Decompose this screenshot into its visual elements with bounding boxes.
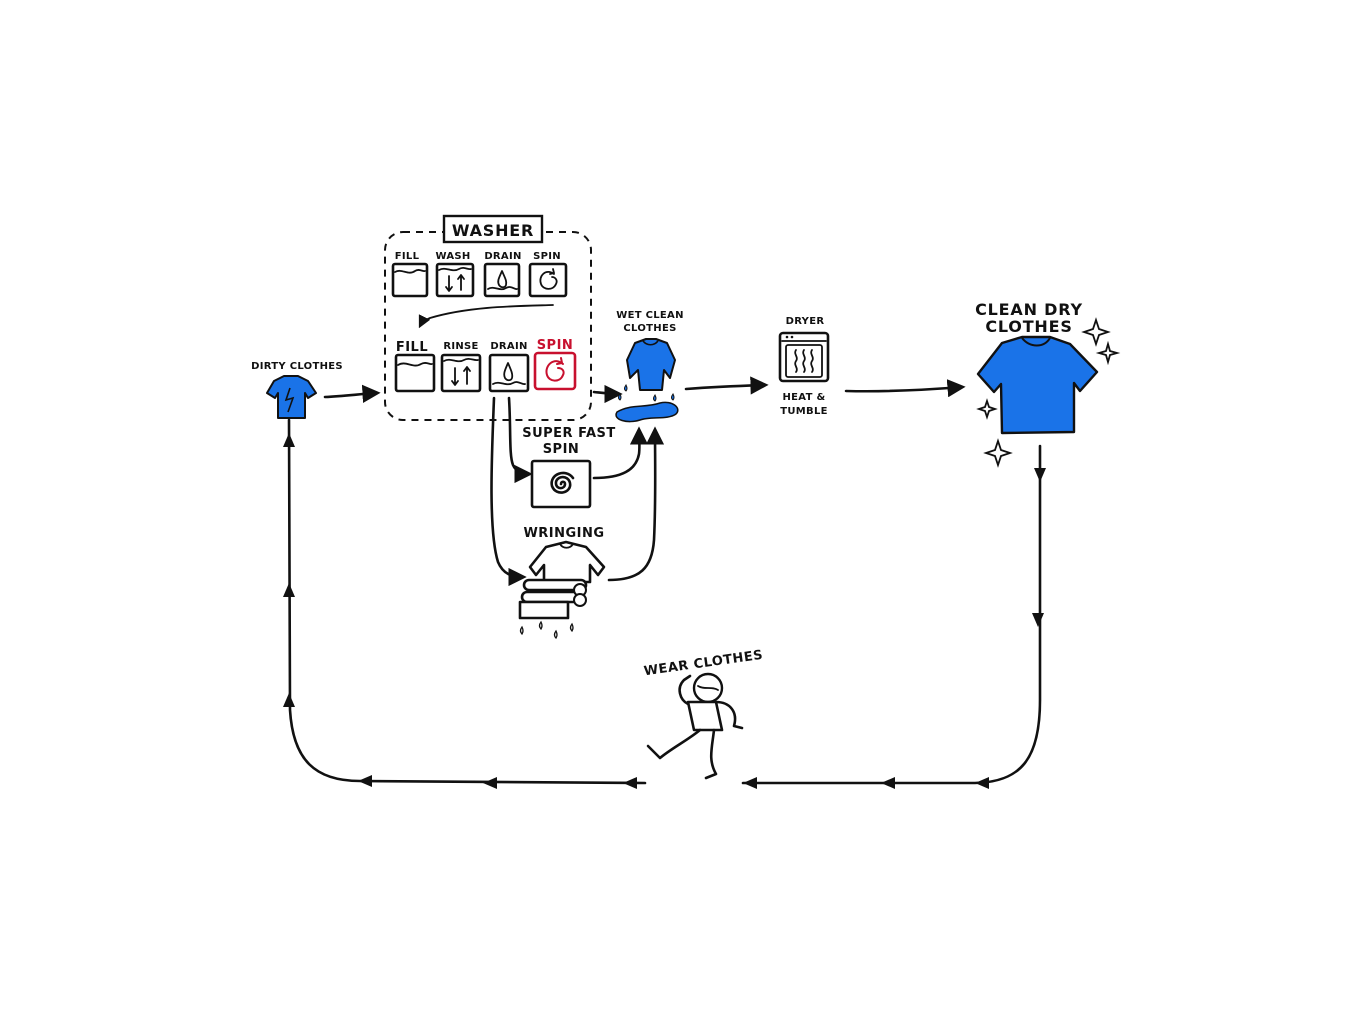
arrow-dirty-to-washer	[323, 384, 381, 403]
running-person-icon	[646, 672, 744, 780]
row2-label-fill: FILL	[396, 340, 428, 355]
dryer-caption-1: HEAT &	[783, 392, 826, 403]
loop-left-segment	[287, 418, 647, 785]
washer-title-box	[442, 214, 544, 244]
washer-title: WASHER	[452, 221, 534, 240]
arrow-washer-to-wet	[592, 384, 623, 404]
sparkle-icon	[983, 438, 1013, 468]
wet-shirt-icon	[615, 338, 679, 423]
washer-fill-icon	[391, 262, 429, 298]
dirty-clothes-label: DIRTY CLOTHES	[251, 361, 343, 372]
sparkle-icon	[1081, 317, 1111, 347]
arrow-dryer-to-clean	[844, 379, 966, 398]
loop-right-segment	[741, 444, 1042, 785]
sparkle-icon	[976, 398, 998, 420]
washer-drain-icon	[483, 262, 521, 298]
washer-spin-icon	[528, 262, 568, 298]
clean-dry-node: CLEAN DRY CLOTHES	[975, 300, 1121, 468]
dryer-caption-2: TUMBLE	[780, 406, 828, 417]
row2-label-spin: SPIN	[537, 338, 574, 353]
wringing-label: WRINGING	[523, 526, 604, 541]
wringer-icon	[518, 540, 606, 640]
arrow-wringing-to-wet	[607, 426, 665, 582]
row1-label-fill: FILL	[395, 251, 420, 262]
washer-rinse-icon	[440, 353, 482, 393]
dryer-node: DRYER HEAT & TUMBLE	[778, 316, 830, 417]
washer-spin-icon	[533, 351, 577, 391]
super-fast-spin-node: SUPER FAST SPIN	[522, 426, 616, 509]
clean-dry-label-1: CLEAN DRY	[975, 300, 1083, 319]
washer-drain-icon	[488, 353, 530, 393]
wet-clean-node: WET CLEAN CLOTHES	[615, 310, 684, 423]
arrow-wet-to-dryer	[684, 376, 769, 395]
wringing-node: WRINGING	[518, 526, 606, 640]
spiral-icon	[530, 459, 592, 509]
wet-clean-label-1: WET CLEAN	[616, 310, 684, 321]
row1-label-drain: DRAIN	[484, 251, 521, 262]
washer-fill-icon	[394, 353, 436, 393]
arrow-superfast-to-wet	[592, 426, 649, 480]
super-fast-label-1: SUPER FAST	[522, 426, 616, 441]
washer-group: WASHER FILL WASH DRAIN SPIN	[384, 214, 592, 421]
arrow-row1-to-row2	[418, 304, 554, 329]
row1-label-spin: SPIN	[533, 251, 561, 262]
wear-clothes-node: WEAR CLOTHES	[643, 648, 764, 780]
row2-label-drain: DRAIN	[490, 341, 527, 352]
arrow-washer-to-wringing	[490, 396, 527, 587]
row1-label-wash: WASH	[435, 251, 470, 262]
clean-shirt-icon	[976, 335, 1099, 435]
wet-clean-label-2: CLOTHES	[623, 323, 676, 334]
sparkle-icon	[1095, 340, 1121, 366]
dryer-icon	[778, 331, 830, 383]
arrow-washer-to-superfast	[507, 396, 533, 484]
clean-dry-label-2: CLOTHES	[985, 317, 1072, 336]
dirty-clothes-node: DIRTY CLOTHES	[251, 361, 343, 419]
super-fast-label-2: SPIN	[543, 442, 580, 457]
washer-wash-icon	[435, 262, 475, 298]
return-loop	[283, 418, 1046, 789]
row2-label-rinse: RINSE	[443, 341, 478, 352]
dirty-shirt-icon	[266, 375, 317, 419]
dryer-label: DRYER	[786, 316, 825, 327]
